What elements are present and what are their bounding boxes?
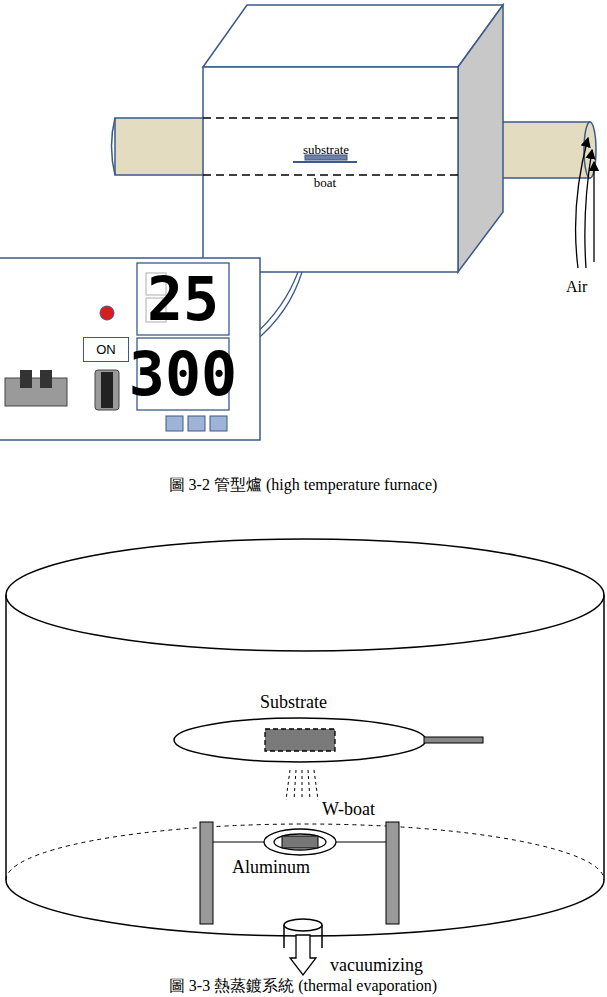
part-label: W-boat [322, 800, 375, 820]
flow-label: Air [566, 278, 587, 296]
figure-caption: 圖 3-3 熱蒸鍍系統 (thermal evaporation) [169, 977, 437, 995]
figure-caption: 圖 3-2 管型爐 (high temperature furnace) [169, 476, 438, 494]
evaporation-source [200, 822, 399, 924]
on-button: ON [83, 337, 129, 362]
part-label: Substrate [260, 693, 327, 713]
setpoint-display: 300 [126, 338, 241, 410]
vapor [286, 770, 318, 800]
part-label: boat [314, 176, 336, 190]
node-text: 300 [129, 344, 237, 404]
air-arrows [576, 138, 594, 268]
node-text: 25 [147, 269, 219, 329]
control-panel [0, 258, 260, 440]
substrate-holder [174, 718, 483, 762]
part-label: substrate [303, 143, 349, 157]
node-text: ON [96, 343, 116, 356]
temperature-display: 25 [137, 263, 229, 335]
furnace-body [203, 5, 503, 272]
part-label: Aluminum [232, 858, 310, 878]
part-label: vacuumizing [330, 956, 423, 976]
vacuum-chamber [6, 539, 604, 936]
vacuum-pipe [284, 919, 322, 975]
